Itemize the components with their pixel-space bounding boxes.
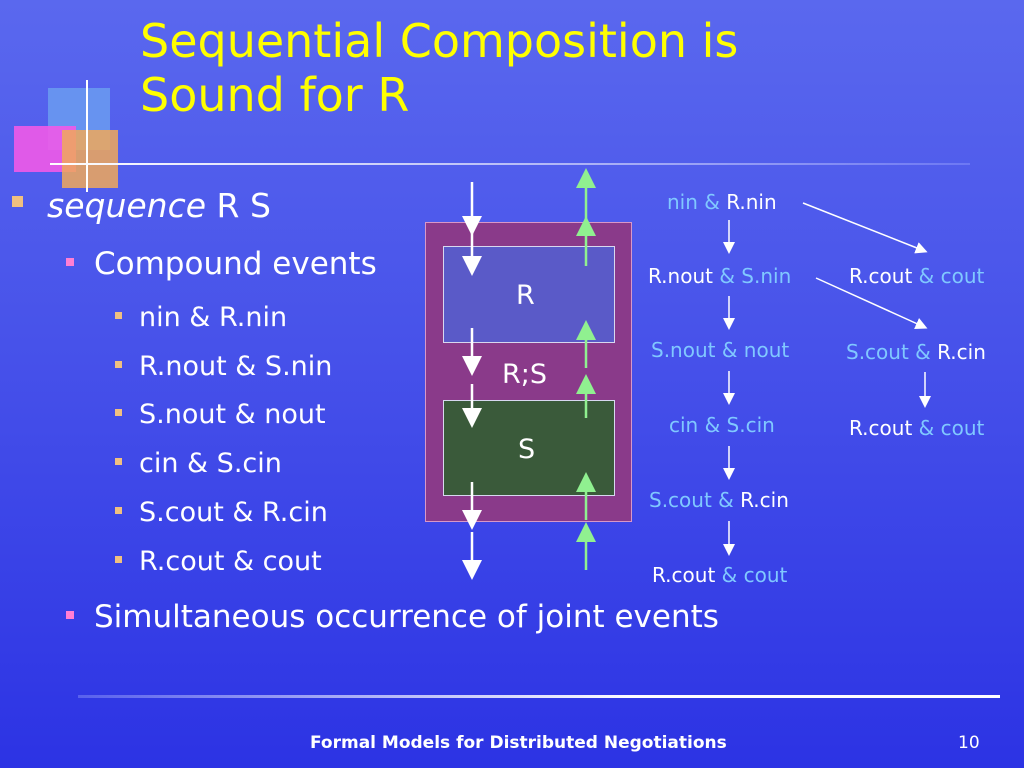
bullet-event-label: R.cout & cout	[139, 546, 322, 577]
event-s-cout-r-cin: S.cout & R.cin	[649, 488, 789, 512]
bullet-event-label: S.nout & nout	[139, 399, 326, 430]
event-cin-s-cin: cin & S.cin	[669, 413, 775, 437]
event-part: & S.nin	[712, 264, 792, 288]
event-alt-r-cout-cout: R.cout & cout	[849, 264, 984, 288]
decorative-vertical-line	[86, 80, 88, 192]
event-r-nout-s-nin: R.nout & S.nin	[648, 264, 791, 288]
branch-arrow-1	[802, 202, 928, 254]
bullet-event-5: S.cout & R.cin	[115, 497, 328, 528]
title-underline	[50, 163, 970, 165]
event-part: R.nin	[726, 190, 777, 214]
bullet-marker	[115, 312, 122, 319]
event-part: R.nout	[648, 264, 713, 288]
bullet-sequence: sequence R S	[12, 186, 271, 225]
bullet-marker	[115, 409, 122, 416]
event-part: S.cout &	[846, 340, 938, 364]
event-part: R.cout	[849, 416, 913, 440]
component-s-label: S	[518, 434, 536, 465]
event-part: cin & S.cin	[669, 413, 775, 437]
slide-title-line-1: Sequential Composition is	[140, 14, 739, 68]
bullet-event-label: R.nout & S.nin	[139, 351, 333, 382]
bullet-event-4: cin & S.cin	[115, 448, 282, 479]
bullet-marker	[115, 458, 122, 465]
event-alt-r-cout-cout-2: R.cout & cout	[849, 416, 984, 440]
event-part: S.nout & nout	[651, 338, 790, 362]
bullet-event-label: cin & S.cin	[139, 448, 282, 479]
bullet-compound-events: Compound events	[66, 246, 377, 282]
bullet-event-1: nin & R.nin	[115, 302, 287, 333]
bullet-marker	[12, 196, 23, 207]
event-part: R.cout	[849, 264, 913, 288]
bullet-marker	[115, 556, 122, 563]
footer-divider	[78, 695, 1000, 698]
bullet-marker	[66, 610, 74, 619]
bullet-event-6: R.cout & cout	[115, 546, 322, 577]
bullet-marker	[115, 361, 122, 368]
event-r-cout-cout: R.cout & cout	[652, 563, 787, 587]
bullet-event-2: R.nout & S.nin	[115, 351, 332, 382]
event-part: & cout	[912, 264, 985, 288]
bullet-event-label: nin & R.nin	[139, 302, 288, 333]
event-s-nout-nout: S.nout & nout	[651, 338, 789, 362]
composition-rs-label: R;S	[502, 359, 547, 390]
bullet-event-3: S.nout & nout	[115, 399, 326, 430]
page-number: 10	[958, 733, 980, 753]
slide-title: Sequential Composition is Sound for R	[140, 14, 900, 122]
bullet-simultaneous: Simultaneous occurrence of joint events	[66, 599, 719, 635]
event-part: & cout	[715, 563, 788, 587]
event-nin-r-nin: nin & R.nin	[667, 190, 777, 214]
bullet-simultaneous-label: Simultaneous occurrence of joint events	[94, 599, 719, 635]
component-r-label: R	[516, 280, 535, 311]
bullet-sequence-args: R S	[206, 186, 271, 225]
bullet-sequence-keyword: sequence	[47, 186, 207, 225]
event-part: & cout	[912, 416, 985, 440]
event-part: R.cout	[652, 563, 716, 587]
decorative-orange-square	[62, 130, 118, 188]
event-part: S.cout &	[649, 488, 741, 512]
bullet-marker	[66, 257, 74, 266]
event-part: R.cin	[937, 340, 986, 364]
bullet-event-label: S.cout & R.cin	[139, 497, 328, 528]
event-part: R.cin	[740, 488, 789, 512]
slide-title-line-2: Sound for R	[140, 68, 410, 122]
event-part: nin &	[667, 190, 727, 214]
event-alt-s-cout-r-cin: S.cout & R.cin	[846, 340, 986, 364]
bullet-marker	[115, 507, 122, 514]
footer-title: Formal Models for Distributed Negotiatio…	[310, 733, 727, 753]
bullet-compound-events-label: Compound events	[94, 246, 377, 282]
